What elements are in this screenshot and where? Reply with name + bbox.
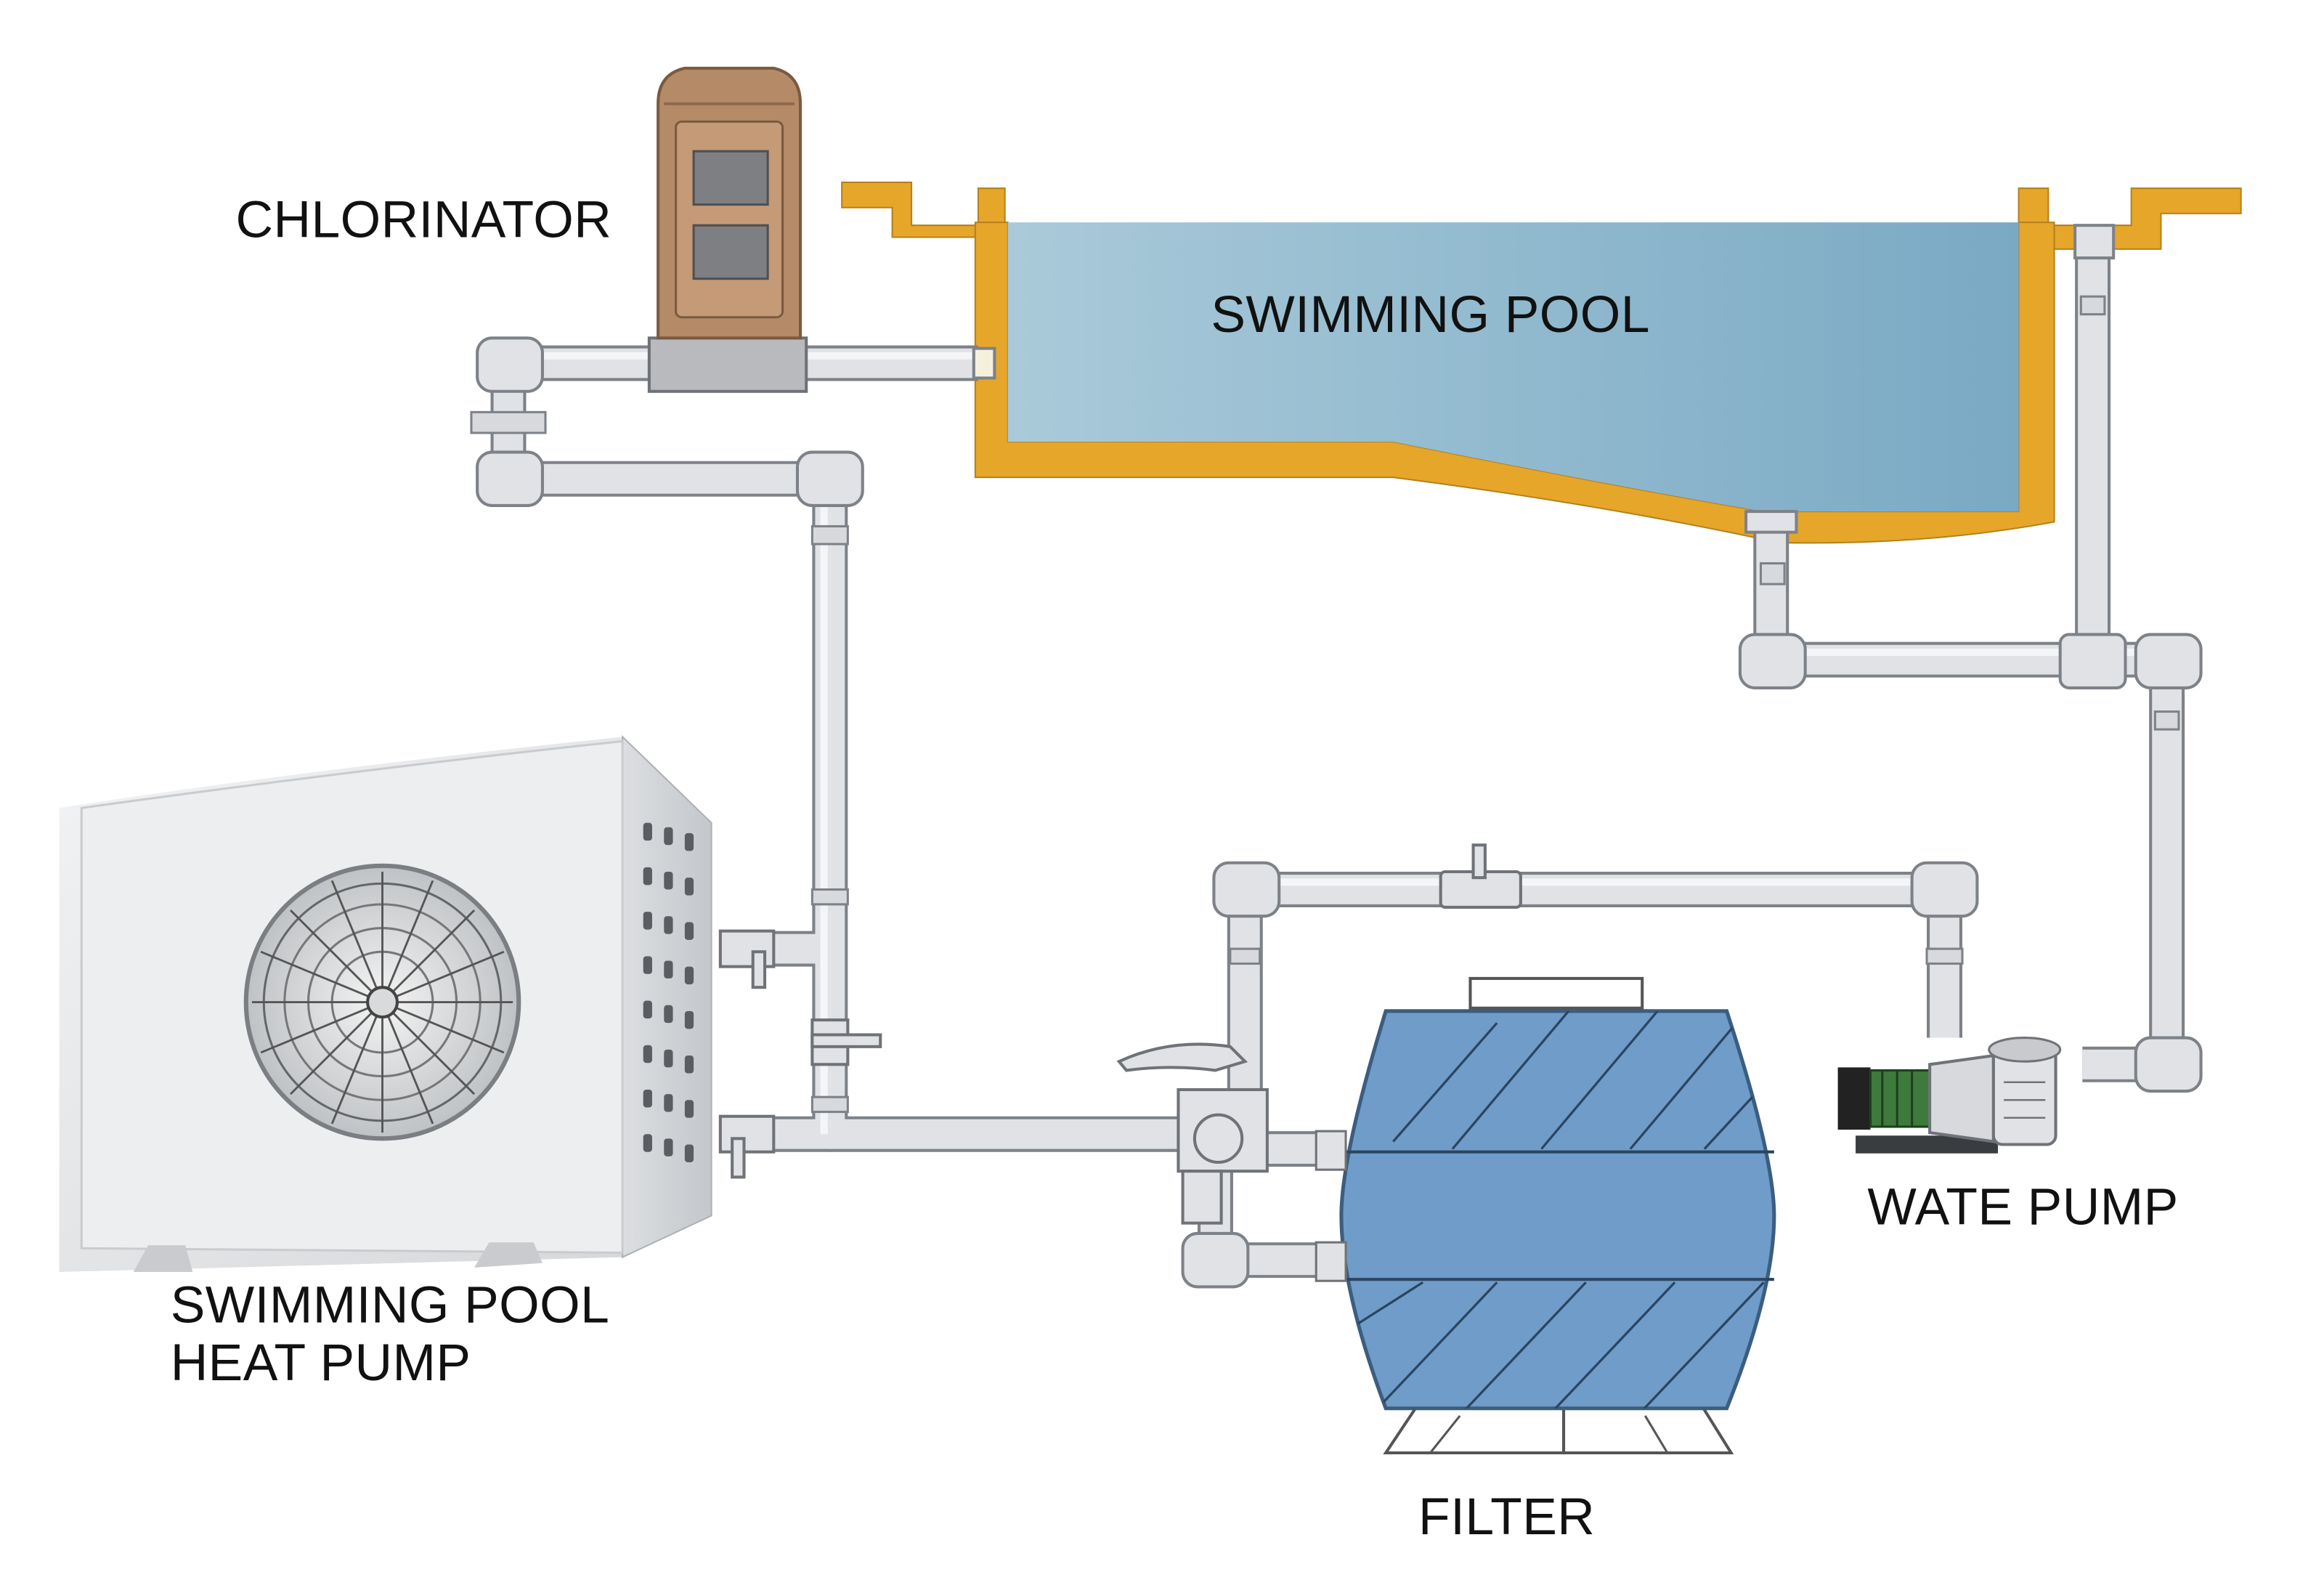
swimming-pool-label: SWIMMING POOL [1211, 285, 1650, 344]
pool-water [1007, 222, 2019, 512]
chlorinator-label: CHLORINATOR [235, 191, 612, 249]
pool-left-deck [841, 181, 1006, 238]
chlorinator [647, 66, 808, 393]
water-pump [1837, 1037, 2062, 1154]
water-pump-label: WATE PUMP [1867, 1178, 2179, 1237]
sand-filter [1315, 976, 1776, 1455]
swimming-pool [841, 181, 2242, 544]
bypass-valve [718, 843, 1522, 1179]
multiport-valve [1116, 1042, 1269, 1225]
heat-pump-fan [243, 863, 521, 1141]
filter-label: FILTER [1418, 1488, 1596, 1547]
heat-pump [59, 734, 712, 1273]
heat-pump-label-line2: HEAT PUMP [170, 1334, 471, 1393]
heat-pump-label-line1: SWIMMING POOL [170, 1276, 610, 1334]
